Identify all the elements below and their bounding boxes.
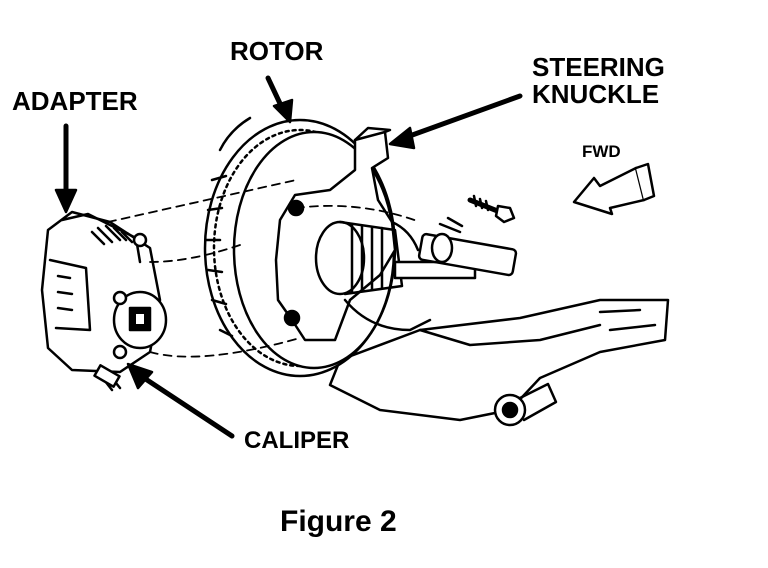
forward-arrow-icon <box>572 162 656 216</box>
axle-boot <box>314 216 518 296</box>
adapter-label: ADAPTER <box>12 86 138 116</box>
caliper-label: CALIPER <box>244 427 350 454</box>
lower-control-arm <box>328 298 670 427</box>
caliper-assembly <box>40 210 168 392</box>
figure-caption: Figure 2 <box>280 505 397 538</box>
assembly-guide-lines <box>107 179 421 358</box>
knuckle-bolt <box>467 194 516 224</box>
steering-label-line1: STEERING <box>532 52 665 82</box>
steering-label-line2: KNUCKLE <box>532 79 660 110</box>
rotor-label: ROTOR <box>230 36 324 66</box>
leader-arrows <box>54 75 523 439</box>
forward-label: FWD <box>582 142 621 161</box>
steering-knuckle-label: STEERING KNUCKLE <box>532 52 665 110</box>
